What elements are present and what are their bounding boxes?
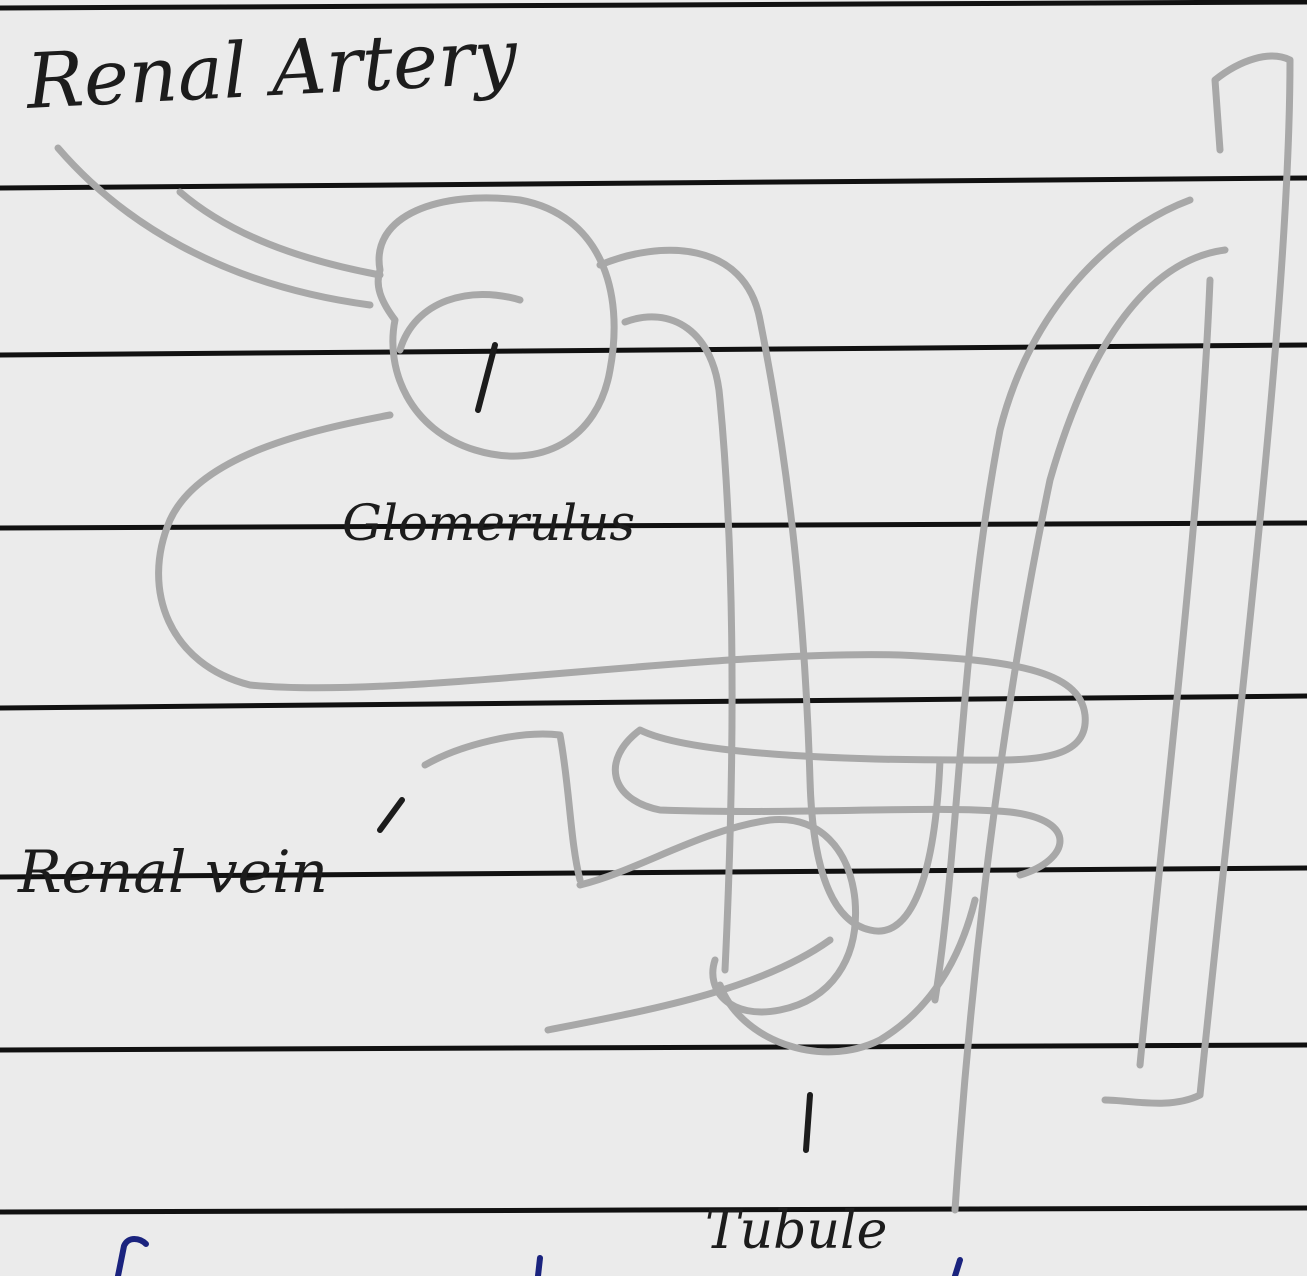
collecting-limb-outer (935, 200, 1190, 1000)
afferent-vessel-upper (58, 148, 370, 305)
glomerulus-pointer (478, 345, 495, 410)
ruled-line (0, 345, 1307, 355)
renal-vein-pointer (380, 800, 402, 830)
ruled-line (0, 1208, 1307, 1212)
ruled-line (0, 696, 1307, 708)
pointer-marks (380, 345, 810, 1150)
collecting-duct-right (1105, 56, 1290, 1103)
proximal-loop (159, 415, 1086, 875)
nephron-sketch (58, 56, 1290, 1210)
ruled-line (0, 1045, 1307, 1050)
blue-ink-stroke (538, 1258, 540, 1276)
blue-ink-stroke (118, 1239, 146, 1276)
collecting-duct-left (1140, 280, 1210, 1065)
vein-branch-upper (425, 734, 580, 880)
ruled-line (0, 2, 1307, 8)
renal-artery-label: Renal Artery (22, 11, 520, 126)
ruled-line (0, 523, 1307, 528)
vein-tail (548, 940, 830, 1030)
tubule-pointer (806, 1095, 810, 1150)
collecting-limb-middle (955, 250, 1225, 1210)
renal-vein-label: Renal vein (17, 838, 328, 906)
blue-ink-stroke (955, 1260, 960, 1276)
ruled-line (0, 178, 1307, 188)
glomerulus-inner (400, 294, 520, 350)
glomerulus-label: Glomerulus (342, 494, 635, 552)
tubule-label: Tubule (705, 1201, 887, 1261)
ruled-lines (0, 2, 1307, 1212)
